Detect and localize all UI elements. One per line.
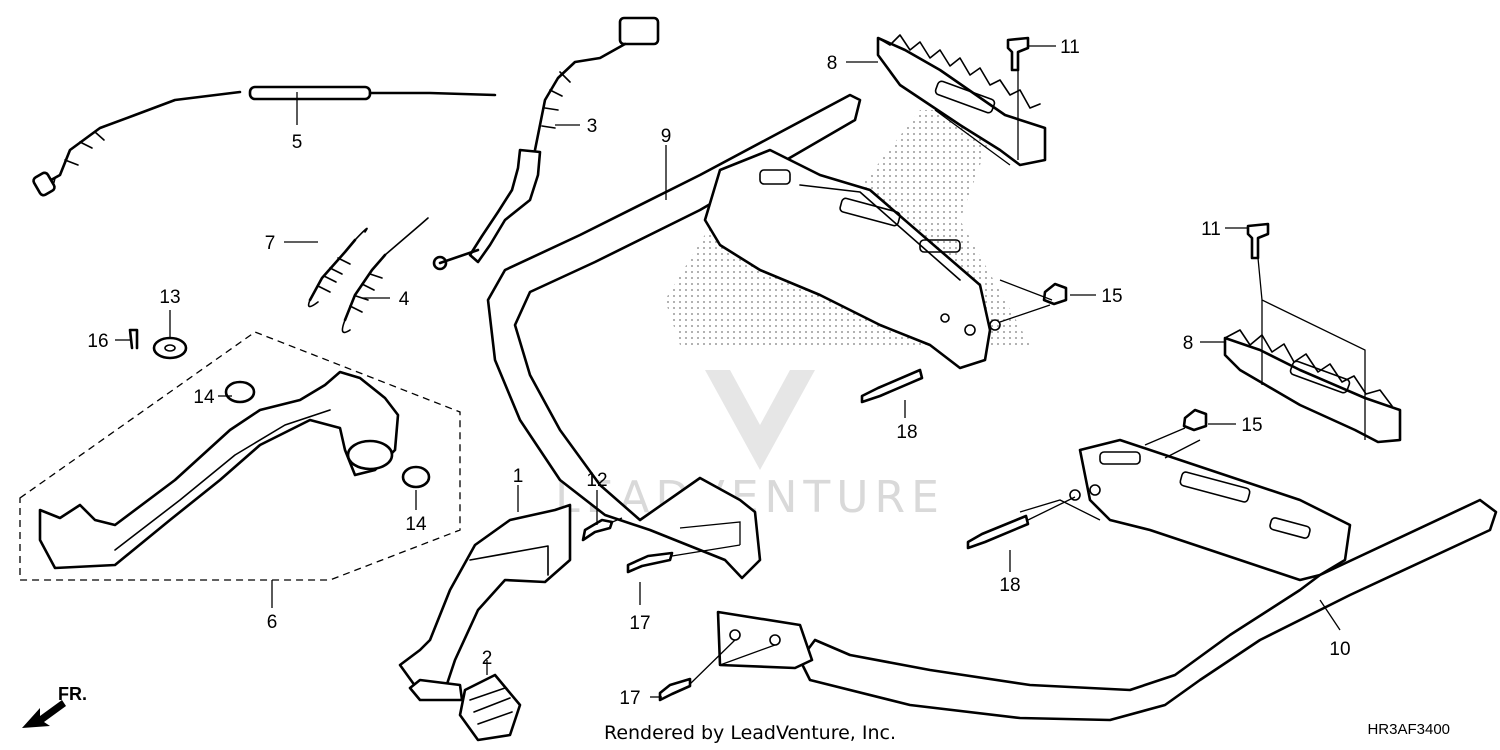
pin-part-16 [128,328,139,350]
cable-part-5 [32,85,497,197]
bushing-part-14-upper [224,380,256,404]
bushing-part-14-lower [401,465,431,489]
spring-part-4 [341,217,429,334]
callout-11-upper: 11 [1060,37,1080,58]
callout-4: 4 [399,289,410,310]
callout-12: 12 [586,470,607,491]
callout-14-upper: 14 [193,387,215,408]
callout-5: 5 [292,132,303,153]
brake-pedal-part-1 [398,503,572,702]
footpeg-part-8-lower [1223,329,1402,444]
bolt-part-17-lower [658,677,692,702]
pedal-part-6 [38,370,431,570]
callout-17-upper: 17 [629,613,650,634]
callout-18-upper: 18 [896,422,917,443]
nut-part-15-upper [1042,282,1068,306]
leader-lines [115,45,1366,698]
callout-15-upper: 15 [1101,286,1122,307]
callout-14-lower: 14 [405,514,427,535]
footer-credit: Rendered by LeadVenture, Inc. [604,722,896,744]
switch-part-3 [432,16,660,271]
callout-11-lower: 11 [1201,219,1221,240]
front-direction-arrow: FR. [22,684,87,728]
callout-8-upper: 8 [827,53,838,74]
washer-part-13 [152,336,188,360]
frame-tube-part-10 [716,438,1498,722]
callout-15-lower: 15 [1241,415,1262,436]
callout-8-lower: 8 [1183,333,1194,354]
callout-1: 1 [513,466,524,487]
callout-13: 13 [159,287,180,308]
diagram-code: HR3AF3400 [1367,721,1450,738]
bolt-part-11-upper [1006,36,1030,72]
callout-2: 2 [482,648,493,669]
callout-6: 6 [267,612,278,633]
nut-part-15-lower [1182,408,1208,432]
callout-9: 9 [661,126,672,147]
callout-numbers: 1 2 3 4 5 6 7 8 8 9 10 11 11 12 13 14 14… [87,37,1350,709]
pedal-rubber-part-2 [458,673,522,742]
bolt-part-18-lower [966,514,1030,550]
callout-18-lower: 18 [999,575,1020,596]
bolt-part-18-upper [860,368,924,404]
callout-17-lower: 17 [619,688,640,709]
callout-16: 16 [87,331,108,352]
spring-part-7 [307,227,368,308]
callout-10: 10 [1329,639,1350,660]
callout-3: 3 [587,116,598,137]
pedal-assembly-outline [19,331,461,581]
callout-7: 7 [265,233,276,254]
bolt-part-11-lower [1246,222,1270,260]
frame-tube-part-9 [486,93,1001,580]
bolt-part-17-upper [626,551,674,574]
footpeg-part-8-upper [876,34,1047,167]
direction-label: FR. [58,684,87,704]
